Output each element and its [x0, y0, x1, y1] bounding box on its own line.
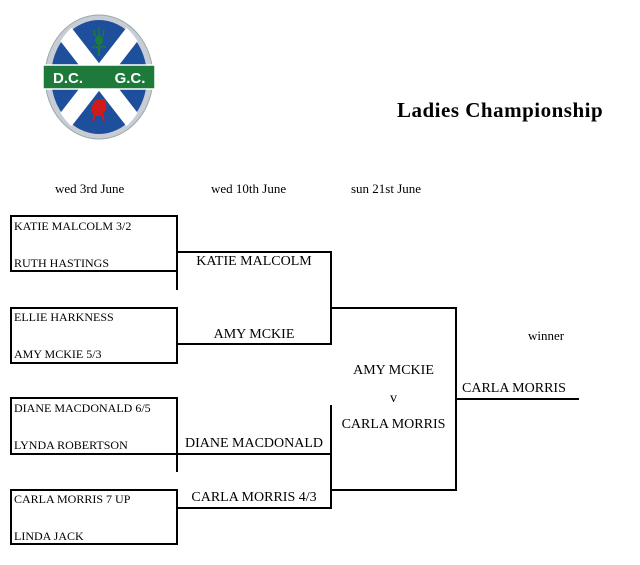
- round1-player-2: RUTH HASTINGS: [14, 256, 110, 270]
- bracket-line: [10, 397, 12, 455]
- final-date: sun 21st June: [351, 181, 422, 196]
- round1-player-1: KATIE MALCOLM 3/2: [14, 219, 132, 233]
- round1-player-6: LYNDA ROBERTSON: [14, 438, 128, 452]
- bracket-line: [10, 543, 178, 545]
- bracket-line: [176, 397, 178, 472]
- round1-date: wed 3rd June: [55, 181, 125, 196]
- round2-player-2: AMY MCKIE: [213, 327, 295, 342]
- winner-name: CARLA MORRIS: [462, 381, 566, 396]
- logo-initials-right: G.C.: [115, 70, 146, 87]
- bracket-line: [10, 215, 178, 217]
- bracket-line: [10, 489, 178, 491]
- bracket-line: [330, 251, 332, 345]
- bracket-line: [10, 307, 178, 309]
- round2-player-3: DIANE MACDONALD: [184, 436, 324, 451]
- bracket-line: [10, 362, 178, 364]
- bracket-line: [330, 489, 457, 491]
- bracket-line: [176, 507, 332, 509]
- round1-player-3: ELLIE HARKNESS: [14, 310, 114, 324]
- round2-date: wed 10th June: [211, 181, 287, 196]
- bracket-line: [10, 215, 12, 272]
- bracket-line: [10, 489, 12, 545]
- bracket-line: [10, 453, 178, 455]
- club-logo: D.C. G.C.: [42, 14, 156, 140]
- page-title: Ladies Championship: [397, 98, 604, 122]
- round1-player-4: AMY MCKIE 5/3: [14, 347, 102, 361]
- final-vs: v: [390, 391, 397, 406]
- bracket-line: [455, 398, 579, 400]
- final-player-2: CARLA MORRIS: [341, 417, 446, 432]
- round1-player-8: LINDA JACK: [14, 529, 84, 543]
- round2-player-1: KATIE MALCOLM: [196, 254, 312, 269]
- round1-player-5: DIANE MACDONALD 6/5: [14, 401, 151, 415]
- thistle-icon: [91, 28, 107, 56]
- bracket-line: [176, 343, 332, 345]
- bracket-line: [176, 489, 178, 545]
- bracket-line: [10, 307, 12, 364]
- bracket-line: [330, 405, 332, 509]
- bracket-line: [176, 453, 332, 455]
- bracket-line: [176, 251, 332, 253]
- bracket-line: [330, 307, 457, 309]
- round2-player-4: CARLA MORRIS 4/3: [191, 490, 317, 505]
- winner-label: winner: [528, 328, 565, 343]
- lion-icon: [91, 98, 107, 122]
- bracket-line: [10, 270, 178, 272]
- round1-player-7: CARLA MORRIS 7 UP: [14, 492, 131, 506]
- bracket-line: [176, 307, 178, 364]
- bracket-line: [10, 397, 178, 399]
- logo-initials-left: D.C.: [53, 70, 83, 87]
- final-player-1: AMY MCKIE: [353, 363, 434, 378]
